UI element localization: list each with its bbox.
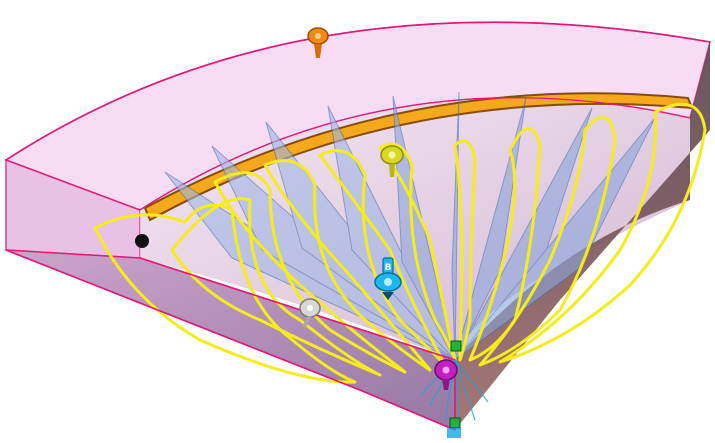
node-handle[interactable] <box>450 340 462 352</box>
profile-curve <box>468 127 542 362</box>
orange-manipulator[interactable] <box>307 27 329 58</box>
hub-axis-lines <box>419 359 489 431</box>
profile-curve <box>170 197 382 377</box>
profile-curve <box>263 159 432 372</box>
profile-curve <box>213 171 407 374</box>
outer-arc-edge <box>5 21 711 161</box>
wedge-right-face[interactable] <box>455 42 710 430</box>
vertex-point[interactable] <box>135 234 149 248</box>
section-plane <box>454 97 527 361</box>
yellow-manipulator[interactable] <box>380 145 404 177</box>
sweep-profiles[interactable] <box>93 102 707 384</box>
profile-curve <box>378 142 457 362</box>
node-handle[interactable] <box>449 417 461 429</box>
cyan-manipulator[interactable]: B <box>374 257 402 300</box>
profile-curve <box>478 115 617 367</box>
grey-manipulator[interactable] <box>299 298 321 328</box>
profile-curve <box>498 102 707 364</box>
manipulator-label: B <box>385 263 392 273</box>
profile-curve <box>93 203 357 384</box>
profile-curve <box>453 139 477 362</box>
inner-arc-edge <box>139 97 691 211</box>
magenta-manipulator[interactable] <box>434 359 458 390</box>
axis-foot <box>447 428 461 438</box>
profile-curve <box>318 149 447 367</box>
